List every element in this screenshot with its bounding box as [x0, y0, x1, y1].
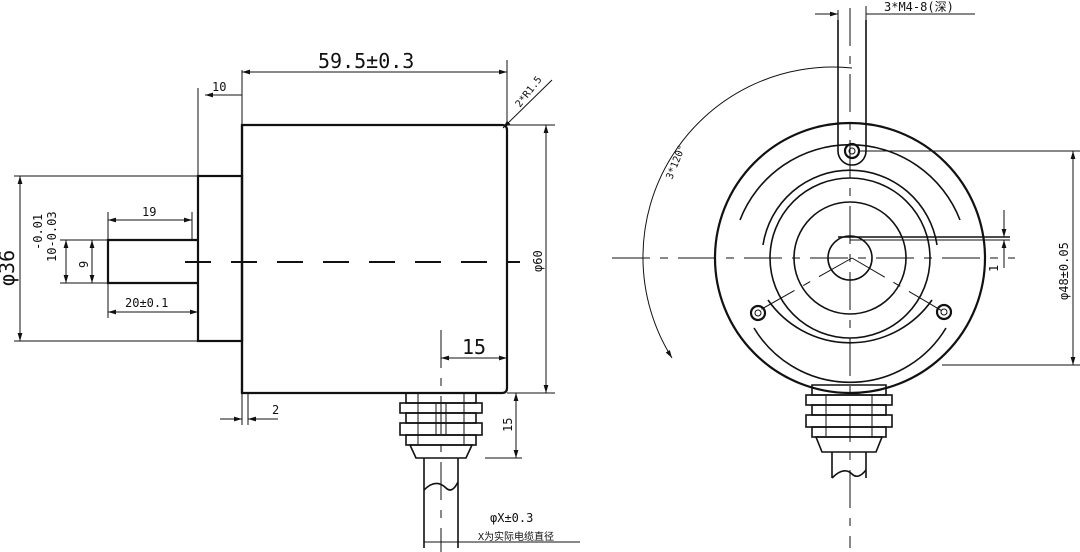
shaft-diameter-label: φ36 — [0, 250, 19, 286]
connector-offset-label: 15 — [462, 335, 486, 359]
shaft — [106, 238, 198, 285]
screw-hole-right — [935, 303, 953, 321]
side-view: 10 59.5±0.3 2*R1.5 φ60 φ36 -0.01 10-0.03… — [0, 49, 580, 552]
connector-height-label: 15 — [501, 418, 515, 432]
cable-diameter-label: φX±0.3 — [490, 511, 533, 525]
screw-hole-top — [843, 142, 861, 160]
front-connector — [805, 384, 893, 479]
flat-dim-label: 1 — [987, 265, 1001, 272]
flat-depth-label: 9 — [77, 261, 91, 268]
pitch-diameter-label: φ48±0.05 — [1057, 242, 1071, 300]
flange-thickness-label: 10 — [212, 80, 226, 94]
shaft-tolerance-lower: 10-0.03 — [45, 211, 59, 262]
top-slot — [837, 20, 867, 151]
shaft-length-label: 20±0.1 — [125, 296, 168, 310]
outer-arc-lower — [753, 327, 947, 384]
length-label: 59.5±0.3 — [318, 49, 414, 73]
front-view: 3*120° — [612, 0, 1080, 548]
cable-connector — [399, 330, 483, 552]
cable-note-label: X为实际电缆直径 — [478, 530, 554, 543]
flat-length-label: 19 — [142, 205, 156, 219]
hole-angle-arc — [642, 66, 853, 359]
screw-hole-left — [749, 304, 767, 322]
gap-label: 2 — [272, 403, 279, 417]
flange — [196, 174, 244, 343]
screw-holes-label: 3*M4-8(深) — [884, 0, 954, 14]
body-diameter-label: φ60 — [531, 250, 545, 272]
shaft-tolerance-upper: -0.01 — [31, 214, 45, 250]
